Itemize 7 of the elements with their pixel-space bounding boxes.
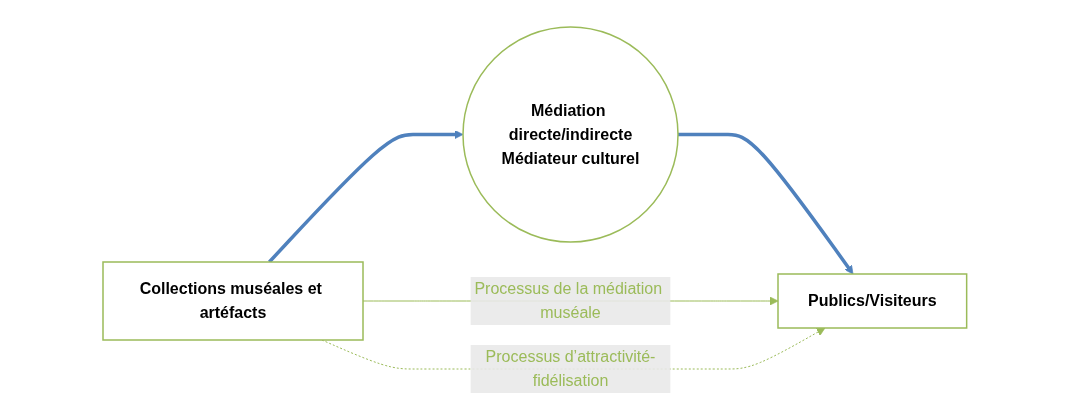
node-circle: Médiation directe/indirecte Médiateur culturel bbox=[462, 25, 679, 243]
edge-label: Processus de la médiation muséale bbox=[474, 279, 663, 321]
node-box: Publics/Visiteurs bbox=[777, 272, 968, 329]
edge-label: Processus d’attractivité-fidélisation bbox=[485, 347, 656, 389]
node-box: Collections muséales et artéfacts bbox=[102, 260, 364, 341]
arrow bbox=[268, 129, 464, 263]
arrow bbox=[678, 132, 854, 274]
